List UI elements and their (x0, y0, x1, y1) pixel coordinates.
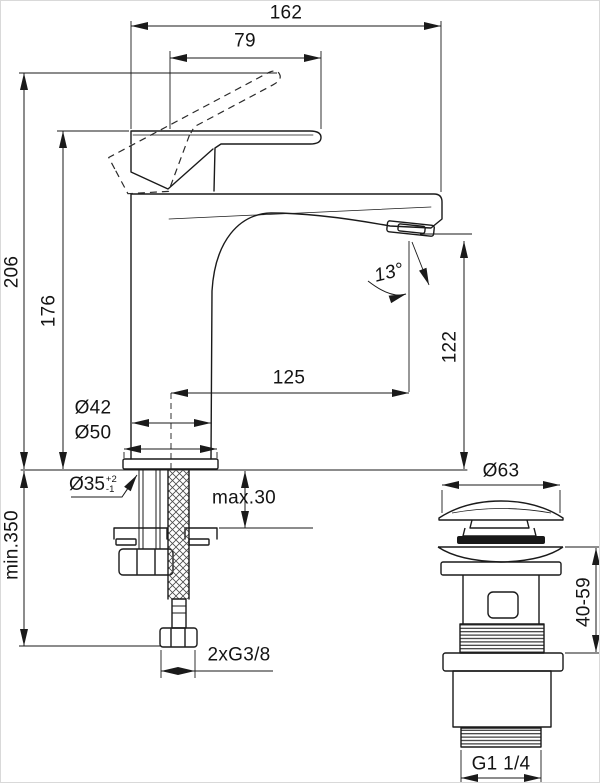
waste-upper-thread (459, 623, 545, 654)
dim-122 (420, 233, 472, 469)
dia35-tolerance: +2-1 (106, 475, 117, 495)
popup-waste-assembly (437, 500, 564, 748)
waste-overflow-hole (487, 591, 519, 619)
dim-13deg (367, 241, 430, 304)
dim-63 (441, 481, 561, 513)
dim-label-40-59: 40-59 (573, 576, 595, 628)
dim-label-206: 206 (1, 255, 23, 289)
dim-35-leader (71, 474, 138, 498)
waste-locknut (442, 652, 564, 672)
supply-hose (159, 469, 198, 648)
dim-40-59 (565, 546, 599, 654)
handle-raised-dashed (108, 70, 281, 195)
dim-min350 (19, 471, 161, 647)
handle-lever (130, 130, 322, 192)
waste-funnel-flange (437, 546, 564, 563)
dim-label-2xg38: 2xG3/8 (207, 644, 271, 666)
base-flange (122, 458, 219, 470)
dim-label-dia63: Ø63 (482, 460, 520, 482)
faucet-body-outline (20, 130, 468, 648)
dia35-tol-minus: -1 (105, 484, 115, 496)
dim-label-122: 122 (439, 330, 461, 364)
dim-label-176: 176 (38, 294, 60, 328)
dim-g114 (460, 750, 542, 782)
dim-125 (170, 241, 410, 469)
dia35-value: Ø35 (69, 474, 105, 495)
dim-label-dia42: Ø42 (74, 397, 112, 419)
dimension-lines (19, 21, 599, 782)
dim-label-125: 125 (272, 367, 306, 389)
aerator (386, 220, 435, 237)
mounting-bracket (113, 527, 218, 546)
dim-max30 (219, 471, 313, 529)
mounting-nut (118, 548, 174, 576)
dim-label-dia35: Ø35+2-1 (69, 475, 117, 495)
waste-lower-body (452, 670, 552, 728)
dim-206 (19, 72, 277, 469)
waste-cap (438, 500, 564, 521)
dim-label-max30: max.30 (211, 487, 277, 509)
waste-top-plate (440, 561, 562, 576)
dim-2xg38 (160, 650, 273, 678)
dim-50 (123, 445, 218, 458)
dim-162 (130, 21, 442, 192)
dim-label-min350: min.350 (1, 510, 23, 580)
dim-label-79: 79 (234, 30, 256, 52)
fixing-stud (138, 469, 161, 550)
hose-connector-nut (159, 627, 198, 648)
dim-label-162: 162 (269, 2, 303, 24)
faucet-body (130, 193, 443, 460)
dim-label-g114: G1 1/4 (471, 753, 531, 775)
dim-79 (169, 51, 322, 129)
dia35-tol-plus: +2 (105, 474, 117, 485)
waste-gasket (457, 536, 545, 544)
dim-label-dia50: Ø50 (74, 422, 112, 444)
handle-escutcheon (130, 145, 214, 190)
dim-176 (57, 130, 129, 469)
waste-bottom-thread (460, 727, 542, 748)
